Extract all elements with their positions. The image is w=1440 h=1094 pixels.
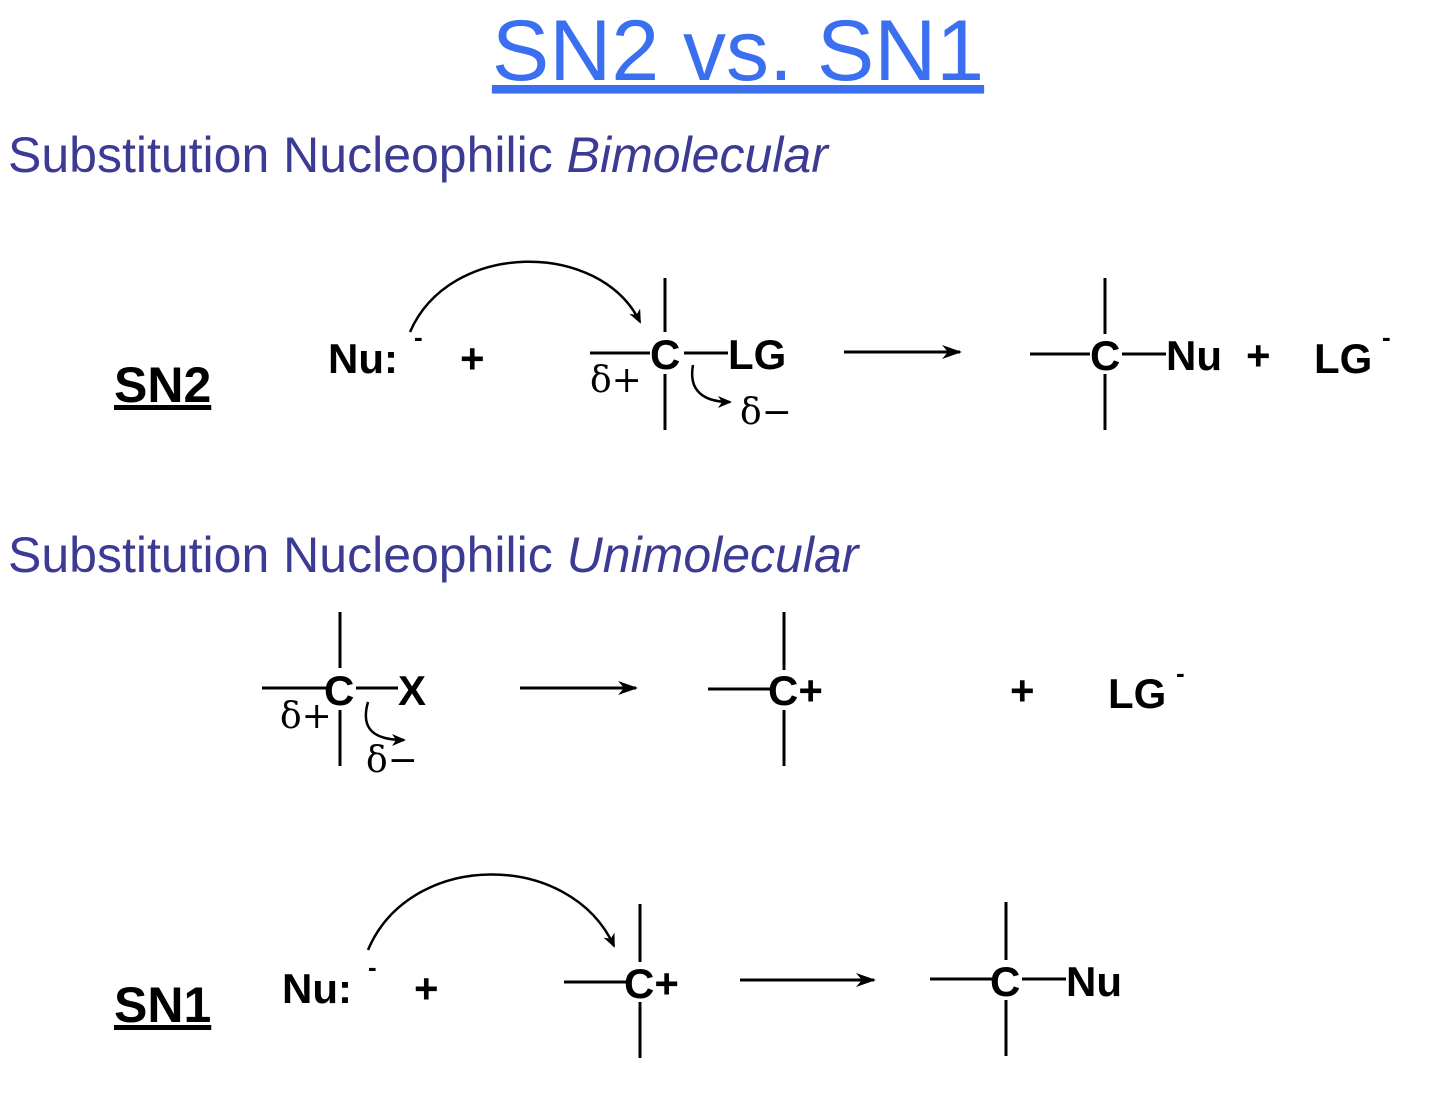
sn2-leaving-arrow: [690, 364, 732, 408]
sn2-leaving-ion-charge: -: [1382, 322, 1391, 352]
sn2-carbon: C: [650, 331, 680, 378]
sn1-subtitle: Substitution Nucleophilic Unimolecular: [8, 527, 861, 583]
sn1-leaving-ion-charge: -: [1176, 658, 1185, 688]
sn1-nucleophile: Nu:: [282, 965, 352, 1012]
sn1-attack-arrow: [366, 873, 616, 951]
sn2-subtitle-emphasis: Bimolecular: [567, 127, 831, 183]
sn1-leaving-ion: LG: [1108, 670, 1166, 717]
sn2-delta-plus: δ+: [590, 360, 642, 401]
page-title: SN2 vs. SN1: [492, 3, 984, 99]
sn1-product-carbon: C: [990, 958, 1020, 1005]
sn2-label: SN2: [114, 357, 211, 413]
sn1-carbocation: C+: [768, 667, 823, 714]
sn1-delta-minus: δ−: [366, 740, 418, 781]
sn2-product-carbon: C: [1090, 332, 1120, 379]
sn2-product-nucleophile: Nu: [1166, 332, 1222, 379]
sn1-step1-plus-sign: +: [1010, 667, 1035, 714]
sn1-label: SN1: [114, 977, 211, 1033]
sn2-nucleophile: Nu:: [328, 335, 398, 382]
sn1-subtitle-emphasis: Unimolecular: [567, 527, 861, 583]
sn2-delta-minus: δ−: [740, 392, 792, 433]
sn1-product-nucleophile: Nu: [1066, 958, 1122, 1005]
sn1-delta-plus: δ+: [280, 696, 332, 737]
sn1-step2-carbocation: C+: [624, 960, 679, 1007]
sn1-leaving-atom: X: [398, 667, 426, 714]
sn2-leaving-ion: LG: [1314, 335, 1372, 382]
sn1-leaving-arrow: [364, 701, 406, 746]
sn1-nucleophile-charge: -: [368, 952, 377, 982]
sn2-product-plus-sign: +: [1246, 332, 1271, 379]
sn2-subtitle: Substitution Nucleophilic Bimolecular: [8, 127, 830, 183]
sn1-step2-plus-sign: +: [414, 965, 439, 1012]
sn2-leaving-group: LG: [728, 331, 786, 378]
sn2-attack-arrow: [408, 260, 642, 333]
sn1-subtitle-prefix: Substitution Nucleophilic: [8, 527, 567, 583]
sn2-plus-sign: +: [460, 335, 485, 382]
sn1-carbon: C: [324, 667, 354, 714]
sn2-nucleophile-charge: -: [414, 322, 423, 352]
sn2-subtitle-prefix: Substitution Nucleophilic: [8, 127, 567, 183]
